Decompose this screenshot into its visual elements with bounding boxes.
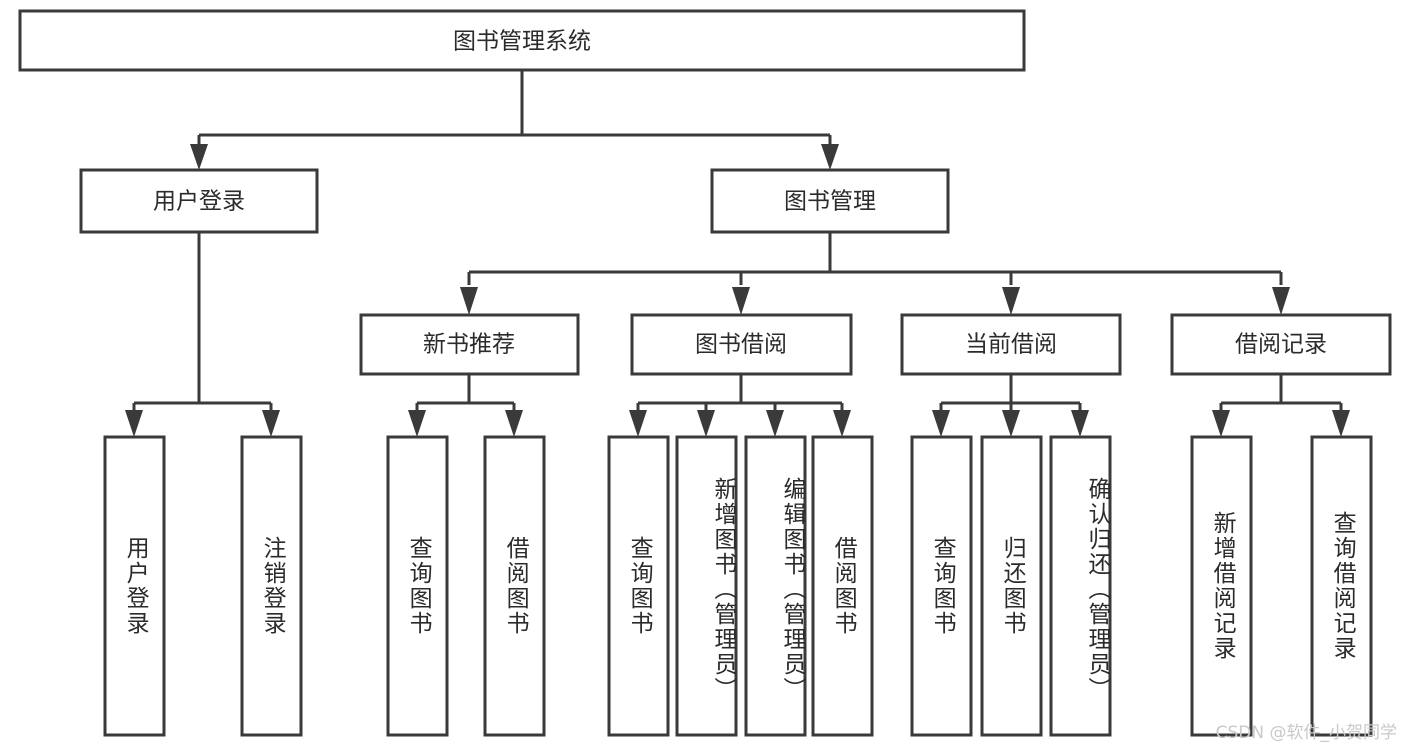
leaf-box-query-book-1[interactable] xyxy=(386,435,449,737)
leaf-box-query-book-3[interactable] xyxy=(910,435,973,737)
node-new-book-recommend[interactable]: 新书推荐 xyxy=(359,313,580,376)
arrow-leaf-1 xyxy=(125,410,143,437)
arrow-level3-4 xyxy=(1272,287,1290,315)
node-book-borrow-box[interactable] xyxy=(630,313,853,376)
arrow-leaf-3 xyxy=(408,410,426,437)
arrow-leaf-12 xyxy=(1212,410,1230,437)
node-root-label: 图书管理系统 xyxy=(453,29,591,55)
leaf-box-return-book[interactable] xyxy=(980,435,1043,737)
node-current-borrow[interactable]: 当前借阅 xyxy=(900,313,1122,376)
arrow-leaf-2 xyxy=(262,410,280,437)
arrow-leaf-6 xyxy=(697,410,715,437)
node-borrow-record-label: 借阅记录 xyxy=(1235,332,1327,358)
node-borrow-record-box[interactable] xyxy=(1170,313,1392,376)
arrow-leaf-13 xyxy=(1332,410,1350,437)
arrow-leaf-9 xyxy=(932,410,950,437)
leaf-box-edit-book-admin[interactable] xyxy=(744,435,807,737)
arrow-level3-2 xyxy=(732,287,750,315)
node-book-management-box[interactable] xyxy=(710,168,950,234)
leaf-boxes xyxy=(103,435,1373,737)
leaf-box-add-borrow-record[interactable] xyxy=(1190,435,1253,737)
node-book-management[interactable]: 图书管理 xyxy=(710,168,950,234)
leaf-box-query-book-2[interactable] xyxy=(607,435,670,737)
node-book-management-label: 图书管理 xyxy=(784,189,876,215)
arrow-leaf-5 xyxy=(629,410,647,437)
node-user-login-label: 用户登录 xyxy=(153,189,245,215)
connectors xyxy=(125,70,1350,437)
csdn-watermark: CSDN @软件_小贺同学 xyxy=(1215,723,1397,743)
node-borrow-record[interactable]: 借阅记录 xyxy=(1170,313,1392,376)
arrow-leaf-7 xyxy=(766,410,784,437)
node-user-login[interactable]: 用户登录 xyxy=(79,168,319,234)
leaf-box-borrow-book-1[interactable] xyxy=(483,435,546,737)
node-root-box[interactable] xyxy=(18,9,1026,72)
arrow-leaf-8 xyxy=(833,410,851,437)
node-current-borrow-box[interactable] xyxy=(900,313,1122,376)
arrow-level3-3 xyxy=(1002,287,1020,315)
node-book-borrow-label: 图书借阅 xyxy=(695,332,787,358)
arrow-leaf-10 xyxy=(1002,410,1020,437)
node-new-book-recommend-box[interactable] xyxy=(359,313,580,376)
leaf-box-add-book-admin[interactable] xyxy=(675,435,738,737)
leaf-box-user-login[interactable] xyxy=(103,435,166,737)
node-new-book-recommend-label: 新书推荐 xyxy=(423,332,515,358)
arrow-leaf-11 xyxy=(1071,410,1089,437)
leaf-box-confirm-return-admin[interactable] xyxy=(1049,435,1112,737)
arrow-bookmgmt xyxy=(821,144,839,170)
node-user-login-box[interactable] xyxy=(79,168,319,234)
leaf-box-borrow-book-2[interactable] xyxy=(811,435,874,737)
leaf-box-logout[interactable] xyxy=(240,435,303,737)
node-book-borrow[interactable]: 图书借阅 xyxy=(630,313,853,376)
node-root[interactable]: 图书管理系统 xyxy=(18,9,1026,72)
arrow-level3-1 xyxy=(460,287,478,315)
leaf-box-query-borrow-record[interactable] xyxy=(1310,435,1373,737)
arrow-leaf-4 xyxy=(505,410,523,437)
node-current-borrow-label: 当前借阅 xyxy=(965,332,1057,358)
arrow-userlogin xyxy=(190,144,208,170)
